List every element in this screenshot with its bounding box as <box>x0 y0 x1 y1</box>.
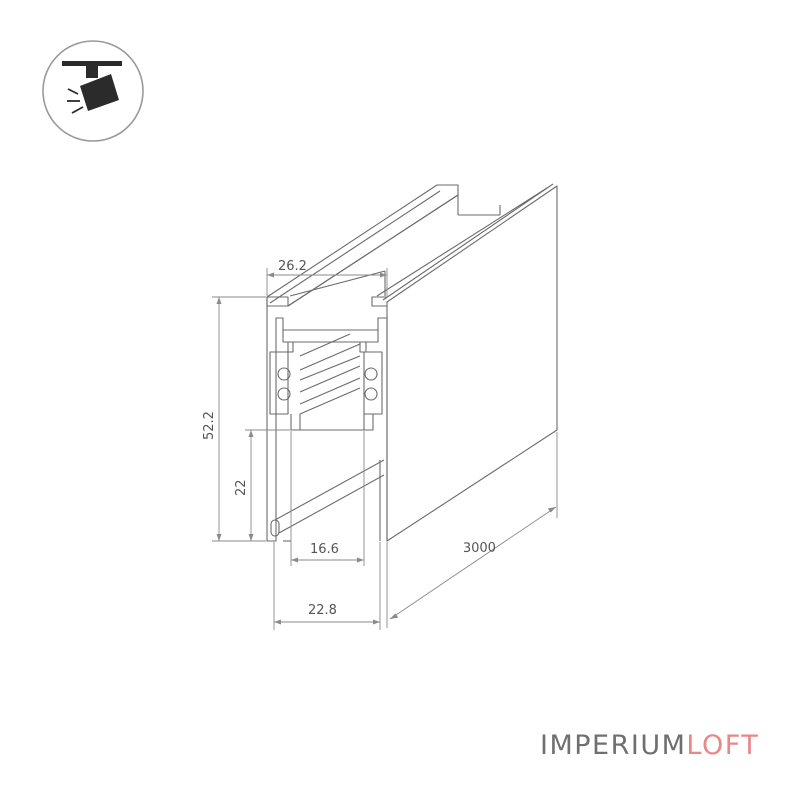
dimension-labels: 26.2 52.2 22 16.6 22.8 3000 <box>202 259 496 618</box>
brand-name-main: IMPERIUM <box>540 730 687 761</box>
dim-total-height-label: 52.2 <box>202 411 217 440</box>
brand-name-accent: LOFT <box>686 730 760 761</box>
profile-body <box>266 183 558 542</box>
dim-top-width-label: 26.2 <box>278 259 307 274</box>
brand-logo: IMPERIUMLOFT <box>540 730 759 761</box>
dim-inner-width-label: 16.6 <box>310 542 339 557</box>
dim-lower-height-label: 22 <box>234 479 249 496</box>
track-spotlight-icon <box>42 40 144 142</box>
dim-bottom-width-label: 22.8 <box>308 603 337 618</box>
dimension-lines <box>212 268 558 630</box>
dim-length-label: 3000 <box>463 540 496 556</box>
